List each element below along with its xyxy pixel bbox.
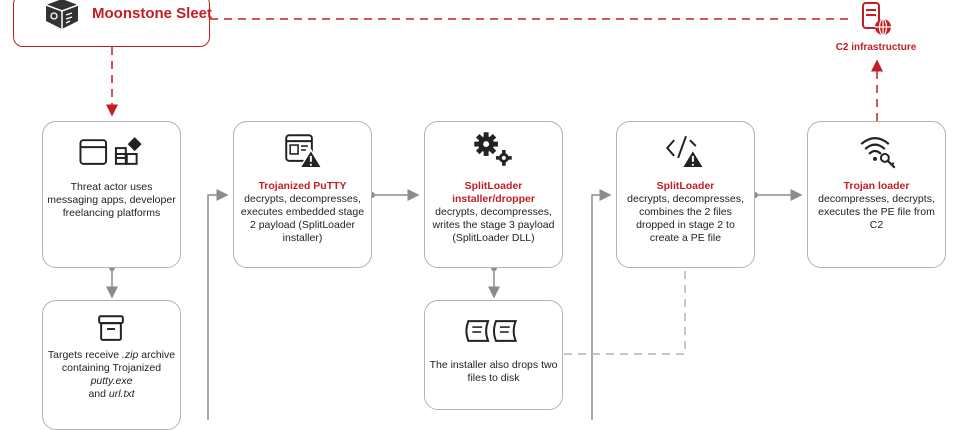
node5-text: The installer also drops two files to di… <box>429 359 558 384</box>
scrolls-icon <box>465 320 518 342</box>
code-warning-icon <box>665 135 706 169</box>
hacker-logo-icon <box>45 0 79 29</box>
node-targets-receive: Targets receive .zip archive containing … <box>42 300 181 430</box>
archive-box-icon <box>98 315 124 341</box>
connectors <box>106 18 883 420</box>
node2-to-node3-arrow <box>207 189 229 420</box>
dropped-files-link <box>564 268 686 355</box>
node2-text: Targets receive .zip archive containing … <box>47 349 176 400</box>
node-installer-drops: The installer also drops two files to di… <box>424 300 563 410</box>
attack-flow-diagram: Moonstone Sleet C2 infrastructure Threat… <box>13 0 946 430</box>
node-threat-actor: Threat actor uses messaging apps, develo… <box>42 121 181 268</box>
gears-icon <box>474 132 512 166</box>
threat-actor-header: Moonstone Sleet <box>13 0 213 47</box>
window-warning-icon <box>285 134 324 169</box>
header-title: Moonstone Sleet <box>92 5 213 22</box>
node1-text: Threat actor uses messaging apps, develo… <box>47 181 176 219</box>
node5-to-node6-arrow <box>591 189 612 420</box>
window-apps-icon <box>79 137 142 165</box>
c2-label: C2 infrastructure <box>835 42 917 53</box>
wifi-key-icon <box>860 137 896 169</box>
server-globe-icon <box>862 2 891 36</box>
